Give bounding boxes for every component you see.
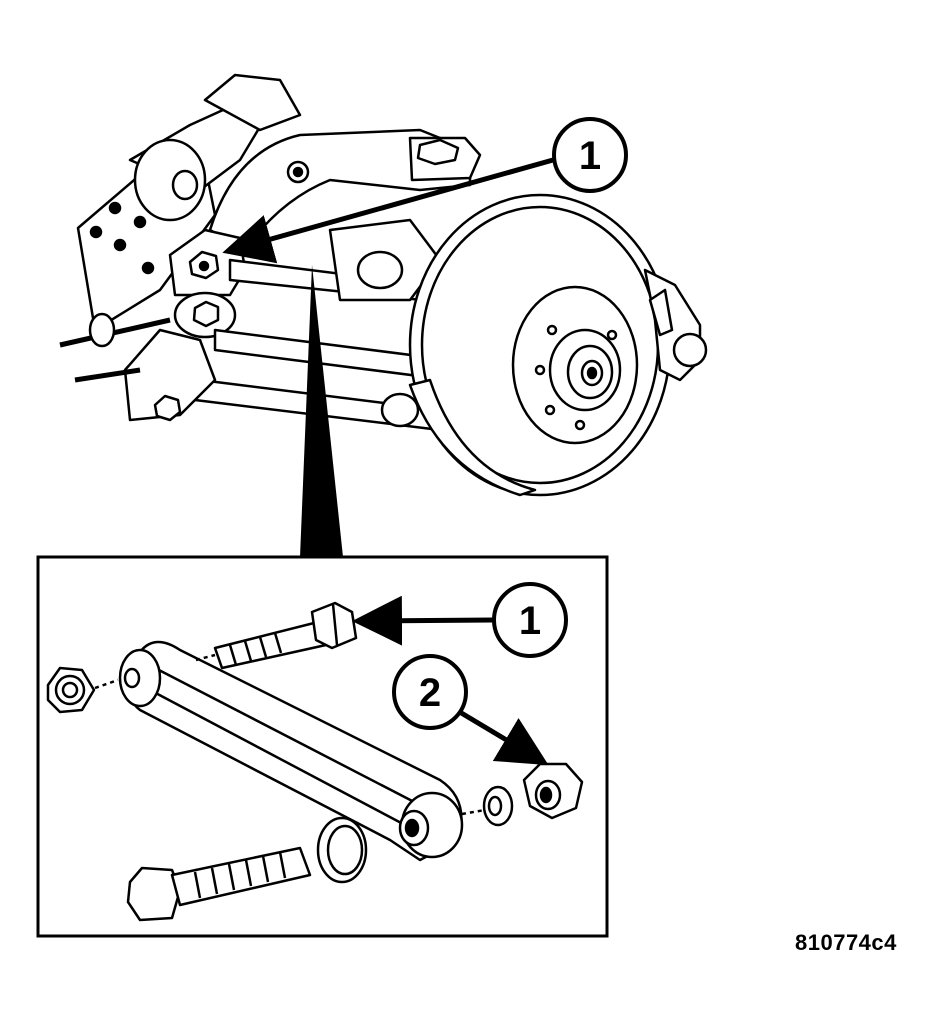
callout-2-inset-number: 2 — [419, 671, 441, 715]
callout-1-top: 1 — [222, 117, 628, 264]
callout-2-inset-arrow — [456, 708, 549, 766]
callout-1-top-circle — [552, 117, 628, 193]
upper-nut — [416, 138, 460, 166]
lower-bolt-head — [126, 866, 182, 922]
callout-1-inset: 1 — [352, 582, 568, 658]
callout-1-inset-arrow — [352, 595, 494, 646]
callout-1-inset-number: 1 — [519, 599, 541, 643]
lower-bolt-head — [153, 394, 182, 422]
callout-2-inset-circle — [392, 654, 468, 730]
callout-2-inset: 2 — [392, 654, 549, 766]
callout-1-inset-circle — [492, 582, 568, 658]
detail-pointer — [300, 265, 343, 557]
lower-bolt-shank — [170, 846, 312, 907]
callout-1-top-number: 1 — [579, 134, 601, 178]
figure-id-label: 810774c4 — [795, 930, 897, 955]
exploded-lateral-link — [46, 601, 584, 922]
suspension-assembly-illustration — [59, 73, 708, 497]
callout-1-top-arrow — [222, 157, 554, 264]
